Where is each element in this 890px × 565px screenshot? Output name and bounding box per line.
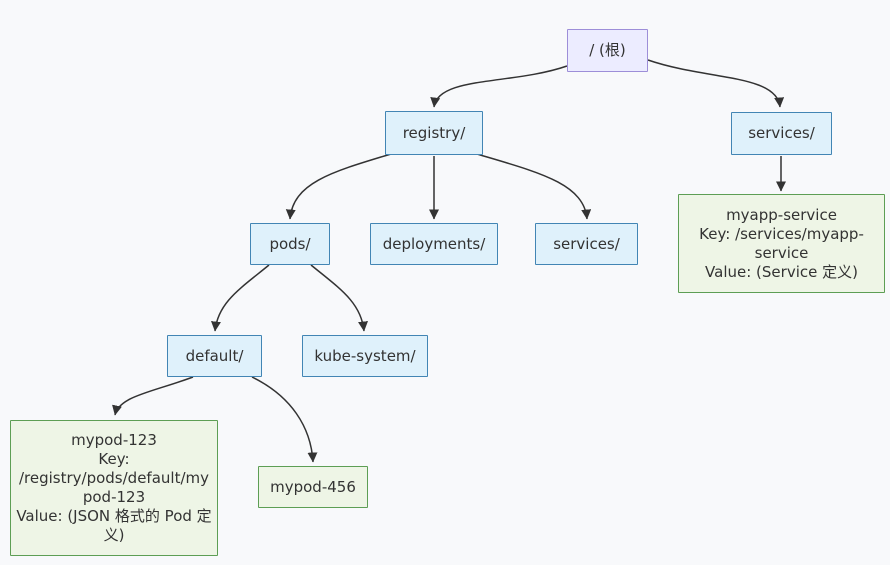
edge-registry-services	[476, 153, 592, 220]
node-kube-system-label: kube-system/	[314, 346, 416, 365]
node-default-label: default/	[185, 346, 244, 365]
edge-default-mypod123	[112, 376, 194, 416]
node-mypod-123-line: Key:	[98, 450, 130, 468]
edge-root-services	[647, 59, 785, 108]
node-registry: registry/	[385, 111, 483, 155]
edge-default-mypod456	[251, 376, 318, 463]
edge-pods-default	[211, 264, 270, 332]
edge-registry-pods	[285, 153, 392, 220]
node-services-mid-label: services/	[553, 234, 620, 253]
node-myapp-service-line: Value: (Service 定义)	[705, 262, 858, 281]
node-services-top: services/	[731, 112, 832, 155]
node-mypod-123-line: mypod-123	[71, 431, 157, 449]
node-deployments-label: deployments/	[382, 234, 486, 253]
node-myapp-service: myapp-service Key: /services/myapp- serv…	[678, 194, 885, 293]
node-myapp-service-line: service	[754, 243, 809, 262]
node-mypod-123-line: /registry/pods/default/my	[18, 469, 209, 487]
node-root: / (根)	[567, 29, 648, 72]
node-root-label: / (根)	[589, 41, 626, 59]
node-registry-label: registry/	[402, 123, 466, 142]
node-services-top-label: services/	[748, 124, 815, 142]
node-mypod-123-line: pod-123	[82, 488, 146, 506]
node-services-mid: services/	[535, 223, 638, 265]
node-myapp-service-line: myapp-service	[726, 205, 837, 224]
node-pods-label: pods/	[269, 234, 311, 253]
node-kube-system: kube-system/	[302, 335, 428, 377]
edge-pods-kubesystem	[310, 264, 368, 332]
node-myapp-service-line: Key: /services/myapp-	[699, 224, 864, 243]
node-default: default/	[167, 335, 262, 377]
node-mypod-123-line: Value: (JSON 格式的 Pod 定	[16, 507, 212, 525]
node-mypod-123: mypod-123 Key: /registry/pods/default/my…	[10, 420, 218, 556]
edge-root-registry	[430, 65, 568, 108]
node-pods: pods/	[250, 223, 330, 265]
node-deployments: deployments/	[370, 223, 498, 265]
node-mypod-123-line: 义)	[103, 526, 125, 544]
node-mypod-456-label: mypod-456	[270, 477, 356, 496]
node-mypod-456: mypod-456	[258, 466, 368, 508]
